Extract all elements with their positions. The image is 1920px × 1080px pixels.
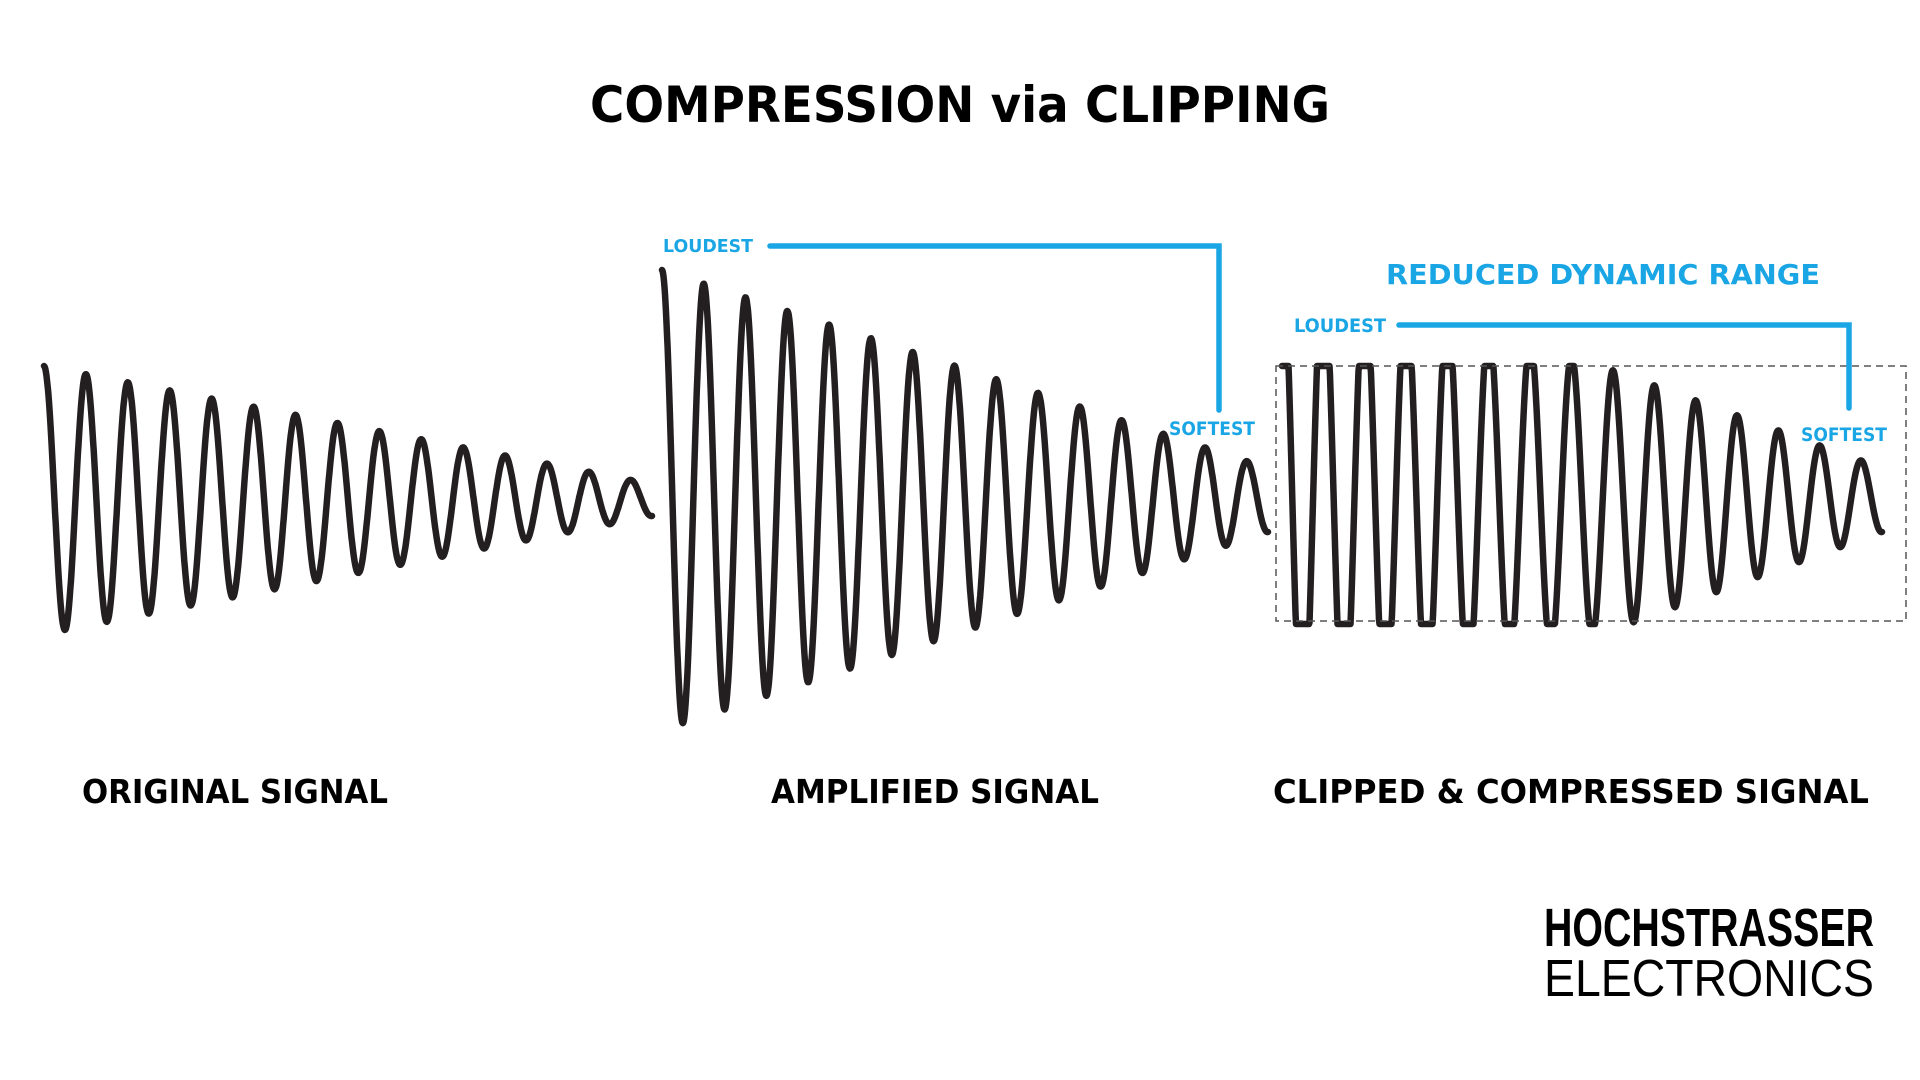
clipped-loudest-label: LOUDEST <box>1294 315 1386 337</box>
clipped-signal-waveform <box>1278 362 1886 628</box>
clipped-signal-caption: CLIPPED & COMPRESSED SIGNAL <box>1273 772 1869 811</box>
clipping-threshold-box <box>1275 365 1907 622</box>
reduced-dynamic-range-label: REDUCED DYNAMIC RANGE <box>1386 258 1820 291</box>
amplified-softest-label: SOFTEST <box>1169 418 1255 440</box>
clipped-softest-label: SOFTEST <box>1801 424 1887 446</box>
original-signal-waveform <box>40 362 656 634</box>
company-logo: HOCHSTRASSER ELECTRONICS <box>1544 898 1874 1008</box>
original-signal-caption: ORIGINAL SIGNAL <box>82 772 388 811</box>
logo-line-1: HOCHSTRASSER <box>1544 898 1874 958</box>
page-title: COMPRESSION via CLIPPING <box>590 76 1330 134</box>
amplified-range-bracket <box>767 243 1222 413</box>
logo-line-2: ELECTRONICS <box>1544 950 1874 1008</box>
clipped-range-bracket <box>1396 322 1852 411</box>
amplified-signal-caption: AMPLIFIED SIGNAL <box>771 772 1099 811</box>
amplified-loudest-label: LOUDEST <box>663 236 754 257</box>
amplified-signal-waveform <box>658 266 1272 727</box>
